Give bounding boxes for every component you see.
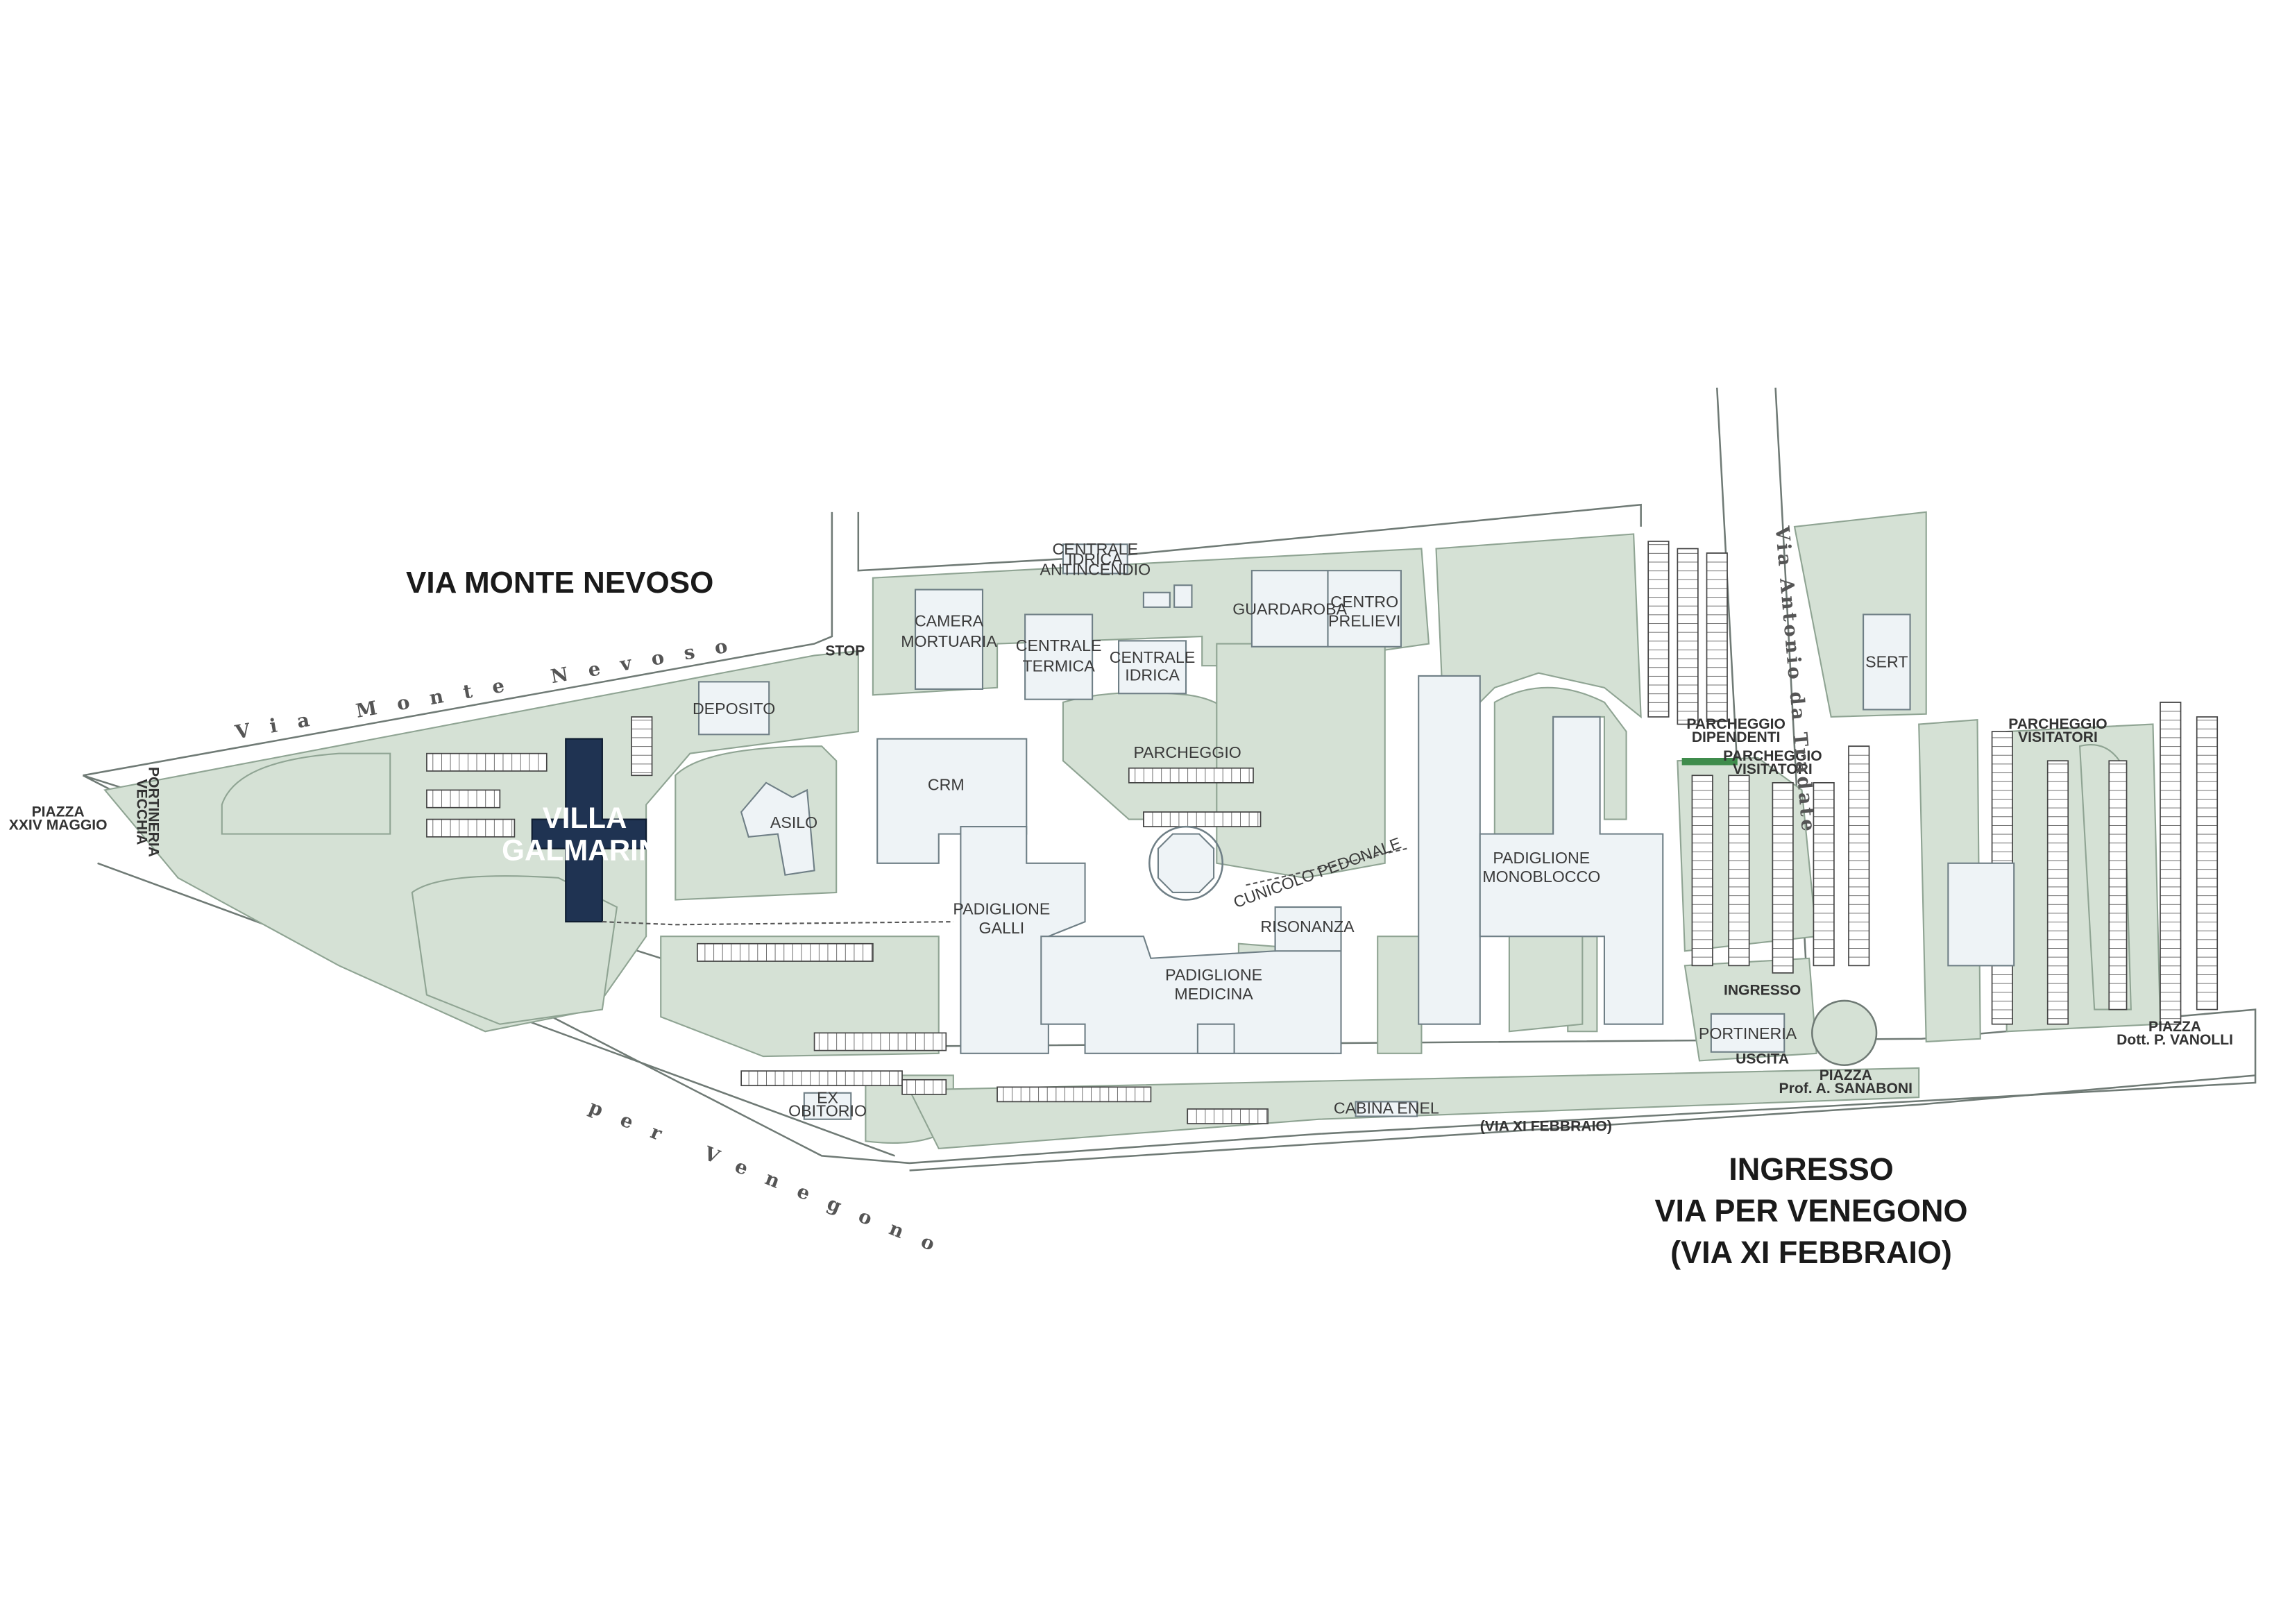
building-sert: [1863, 614, 1911, 711]
label-ex-obitorio-1: EX: [817, 1089, 838, 1107]
building-portineria: [1710, 1013, 1786, 1053]
gate-stop: STOP: [825, 643, 865, 659]
label-antincendio-2: IDRICA: [1068, 550, 1123, 568]
building-centrale-antincendio: [1062, 543, 1128, 575]
building-padiglione-galli: [960, 826, 1086, 1054]
label-centrale-idrica-2: IDRICA: [1125, 666, 1180, 684]
building-deposito: [697, 681, 770, 736]
building-asilo: [740, 781, 815, 876]
label-camera-mortuaria-2: MORTUARIA: [901, 632, 997, 650]
building-guardaroba: [1250, 570, 1329, 648]
label-padiglione-medicina-1: PADIGLIONE: [1165, 965, 1262, 983]
parking-visitatori-a-2: VISITATORI: [1733, 761, 1813, 777]
entrance-line-ingresso: INGRESSO: [1729, 1151, 1894, 1187]
label-centrale-idrica-1: CENTRALE: [1110, 648, 1196, 666]
villa-label-line1: VILLA: [543, 802, 627, 834]
building-risonanza: [1274, 906, 1342, 952]
piazza-sanaboni-2: Prof. A. SANABONI: [1779, 1081, 1912, 1097]
road-label-via-xi-febbraio: (VIA XI FEBBRAIO): [1480, 1119, 1612, 1135]
parking-visitatori-b-2: VISITATORI: [2018, 729, 2098, 745]
parking-visitatori-a-1: PARCHEGGIO: [1723, 748, 1822, 764]
piazza-sanaboni-1: PIAZZA: [1820, 1067, 1872, 1083]
label-guardaroba: GUARDAROBA: [1232, 600, 1347, 618]
pedestrian-paths: [602, 847, 1407, 926]
roundabout-piazza-sanaboni: [1811, 999, 1878, 1066]
building-monoblocco-west: [1418, 675, 1481, 1025]
piazza-xxiv-maggio-1: PIAZZA: [32, 804, 85, 820]
label-monoblocco-2: MONOBLOCCO: [1482, 868, 1600, 886]
vecchia-portineria-1: VECCHIA: [134, 779, 150, 845]
label-centro-prelievi-1: CENTRO: [1330, 593, 1398, 611]
building-centrale-idrica: [1118, 640, 1187, 695]
label-centrale-termica-2: TERMICA: [1022, 657, 1095, 675]
piazza-vanoli-1: PIAZZA: [2148, 1019, 2201, 1035]
place-labels: PIAZZA XXIV MAGGIO VECCHIA PORTINERIA PI…: [9, 767, 2233, 1097]
label-centro-prelievi-2: PRELIEVI: [1328, 611, 1400, 629]
rotunda-octagon: [1148, 825, 1223, 901]
label-risonanza: RISONANZA: [1260, 917, 1355, 936]
label-padiglione-galli-1: PADIGLIONE: [953, 900, 1050, 918]
label-camera-mortuaria-1: CAMERA: [915, 611, 984, 629]
villa-label-line2: GALMARINI: [502, 834, 668, 867]
label-antincendio-1: CENTRALE: [1053, 540, 1139, 558]
building-camera-mortuaria: [914, 589, 984, 690]
parking-stalls: [426, 541, 2219, 1124]
label-crm: CRM: [928, 775, 965, 793]
entrance-line-via-per-venegono: VIA PER VENEGONO: [1654, 1193, 1968, 1228]
parking-dipendenti-1: PARCHEGGIO: [1686, 716, 1785, 732]
label-padiglione-medicina-2: MEDICINA: [1174, 985, 1253, 1003]
vecchia-portineria-2: PORTINERIA: [145, 767, 161, 857]
label-parcheggio: PARCHEGGIO: [1133, 743, 1241, 761]
buildings: [697, 543, 2015, 1120]
label-asilo: ASILO: [770, 813, 817, 831]
entrance-line-via-xi-febbraio: (VIA XI FEBBRAIO): [1670, 1235, 1952, 1270]
building-padiglione-monoblocco: [1479, 716, 1664, 1025]
parking-visitatori-b-1: PARCHEGGIO: [2008, 716, 2107, 732]
street-heading-via-monte-nevoso: VIA MONTE NEVOSO: [406, 566, 714, 600]
building-cabina-enel: [1355, 1101, 1418, 1117]
piazza-vanoli-2: Dott. P. VANOLLI: [2117, 1032, 2233, 1048]
gate-labels: INGRESSO USCITA STOP: [825, 643, 1801, 1067]
building-centrale-termica: [1024, 614, 1094, 700]
label-padiglione-galli-2: GALLI: [979, 919, 1025, 937]
piazza-xxiv-maggio-2: XXIV MAGGIO: [9, 817, 108, 833]
label-portineria: PORTINERIA: [1699, 1024, 1797, 1042]
label-monoblocco-1: PADIGLIONE: [1493, 849, 1590, 867]
building-centro-prelievi: [1327, 570, 1402, 648]
label-centrale-termica-1: CENTRALE: [1016, 636, 1102, 654]
parking-labels: PARCHEGGIO DIPENDENTI PARCHEGGIO VISITAT…: [1686, 716, 2107, 777]
gate-ingresso: INGRESSO: [1724, 983, 1801, 999]
building-block-east: [1947, 862, 2015, 967]
building-ex-obitorio: [803, 1092, 852, 1120]
gate-uscita: USCITA: [1736, 1051, 1789, 1067]
label-antincendio-3: ANTINCENDIO: [1040, 560, 1151, 578]
parking-dipendenti-2: DIPENDENTI: [1692, 729, 1781, 745]
label-deposito: DEPOSITO: [693, 700, 775, 718]
label-cabina-enel: CABINA ENEL: [1334, 1099, 1439, 1117]
label-ex-obitorio-2: OBITORIO: [788, 1101, 867, 1119]
entrance-heading: INGRESSO VIA PER VENEGONO (VIA XI FEBBRA…: [1617, 1149, 2005, 1274]
label-sert: SERT: [1865, 652, 1908, 670]
